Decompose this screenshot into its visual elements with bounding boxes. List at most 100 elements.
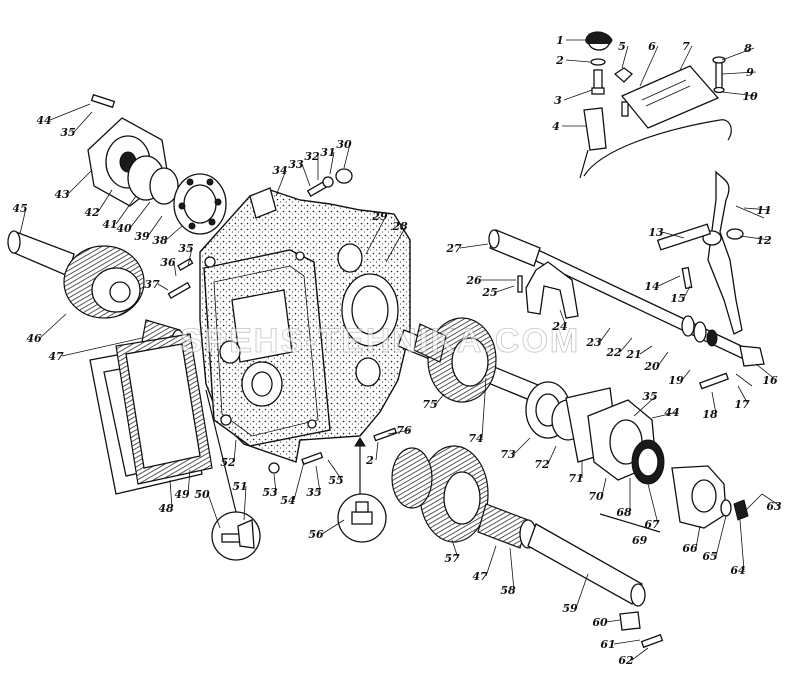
callout-label-41: 41 bbox=[102, 218, 117, 231]
detail-callouts bbox=[205, 389, 387, 561]
shift-rail-assembly bbox=[488, 229, 765, 390]
callout-label-24: 24 bbox=[551, 320, 567, 333]
callout-label-17: 17 bbox=[734, 398, 750, 411]
callout-label-2a: 2 bbox=[555, 54, 564, 67]
callout-leader-line bbox=[681, 369, 691, 381]
callout-leader-line bbox=[657, 351, 669, 367]
lever-shaft bbox=[656, 223, 712, 251]
bolt bbox=[715, 61, 723, 89]
wing-nut bbox=[613, 67, 633, 83]
callout-leader-line bbox=[599, 327, 611, 343]
callout-label-66: 66 bbox=[682, 542, 698, 555]
callout-leader-line bbox=[243, 485, 247, 521]
callout-leader-line bbox=[233, 439, 237, 463]
callout-label-23: 23 bbox=[585, 336, 602, 349]
callout-leader-line bbox=[715, 515, 727, 557]
callout-label-60: 60 bbox=[592, 616, 608, 629]
callout-leader-line bbox=[129, 201, 151, 229]
callout-leader-line bbox=[513, 437, 531, 455]
callout-label-35d: 35 bbox=[642, 390, 657, 403]
cover-plate bbox=[620, 65, 720, 129]
callout-label-34: 34 bbox=[272, 164, 287, 177]
callout-label-27: 27 bbox=[445, 242, 462, 255]
callout-leader-line bbox=[739, 519, 745, 571]
callout-leader-line bbox=[481, 377, 487, 439]
shift-fork bbox=[525, 261, 579, 319]
callout-label-44b: 44 bbox=[664, 406, 679, 419]
callout-label-39: 39 bbox=[134, 230, 150, 243]
callout-label-54: 54 bbox=[280, 494, 295, 507]
callout-label-25: 25 bbox=[481, 286, 497, 299]
callout-label-22: 22 bbox=[605, 346, 622, 359]
callout-leader-line bbox=[639, 45, 659, 87]
countershaft-gear-small bbox=[391, 447, 433, 509]
callout-leader-line bbox=[301, 163, 311, 187]
cover-gaskets bbox=[89, 333, 213, 495]
callout-label-4: 4 bbox=[552, 120, 560, 133]
callout-label-6: 6 bbox=[648, 40, 656, 53]
callout-leader-line bbox=[39, 313, 67, 339]
callout-label-56: 56 bbox=[308, 528, 324, 541]
gearbox-housing bbox=[199, 187, 411, 494]
callout-leader-line bbox=[207, 493, 221, 529]
callout-label-10: 10 bbox=[742, 90, 758, 103]
callout-leader-line bbox=[147, 215, 163, 237]
callout-leader-line bbox=[647, 483, 659, 525]
callout-label-2b: 2 bbox=[365, 454, 374, 467]
group-bracket-line bbox=[599, 513, 661, 533]
callout-label-65: 65 bbox=[702, 550, 717, 563]
callout-leader-line bbox=[639, 345, 653, 355]
callout-label-13: 13 bbox=[648, 226, 664, 239]
callout-label-29: 29 bbox=[371, 210, 388, 223]
callout-label-30: 30 bbox=[336, 138, 352, 151]
callout-label-14: 14 bbox=[644, 280, 659, 293]
callout-label-46: 46 bbox=[26, 332, 42, 345]
callout-label-45: 45 bbox=[12, 202, 27, 215]
callout-label-62: 62 bbox=[618, 654, 634, 667]
callout-label-35c: 35 bbox=[306, 486, 321, 499]
callout-leader-line bbox=[565, 59, 591, 63]
callout-label-42: 42 bbox=[84, 206, 100, 219]
callout-leader-line bbox=[711, 391, 717, 415]
callout-leader-line bbox=[559, 309, 567, 327]
callout-label-31: 31 bbox=[320, 146, 335, 159]
callout-leader-line bbox=[19, 207, 27, 235]
callout-label-55: 55 bbox=[328, 474, 343, 487]
callout-label-8: 8 bbox=[744, 42, 752, 55]
callout-label-64: 64 bbox=[730, 564, 745, 577]
callout-label-26: 26 bbox=[465, 274, 482, 287]
bolt bbox=[90, 93, 116, 109]
callout-label-52: 52 bbox=[220, 456, 236, 469]
callout-leader-line bbox=[485, 545, 497, 577]
callout-label-12: 12 bbox=[756, 234, 772, 247]
callout-label-5: 5 bbox=[618, 40, 626, 53]
callout-label-76: 76 bbox=[396, 424, 412, 437]
callout-leader-line bbox=[657, 275, 681, 287]
callout-label-11: 11 bbox=[756, 204, 771, 217]
callout-leader-line bbox=[631, 647, 649, 661]
callout-leader-line bbox=[385, 225, 407, 263]
callout-leader-line bbox=[435, 393, 445, 405]
input-shaft bbox=[11, 231, 75, 277]
callout-leader-line bbox=[293, 461, 305, 501]
callout-label-63: 63 bbox=[766, 500, 782, 513]
callout-leader-line bbox=[683, 285, 691, 299]
callout-leader-line bbox=[343, 143, 351, 169]
callout-leader-line bbox=[739, 235, 771, 241]
shift-lever bbox=[707, 170, 743, 335]
washer bbox=[590, 58, 606, 66]
callout-leader-line bbox=[115, 195, 137, 225]
callout-leader-line bbox=[661, 231, 685, 239]
callout-label-37: 37 bbox=[144, 278, 160, 291]
callout-label-28: 28 bbox=[391, 220, 408, 233]
countershaft bbox=[527, 523, 643, 605]
callout-label-51: 51 bbox=[232, 480, 247, 493]
callout-leader-line bbox=[187, 469, 191, 495]
callout-leader-line bbox=[619, 337, 633, 353]
callout-label-9: 9 bbox=[746, 66, 754, 79]
callout-leader-line bbox=[315, 465, 321, 493]
callout-leader-line bbox=[97, 189, 113, 213]
callout-leader-line bbox=[321, 519, 345, 535]
countershaft-assembly bbox=[391, 445, 664, 649]
